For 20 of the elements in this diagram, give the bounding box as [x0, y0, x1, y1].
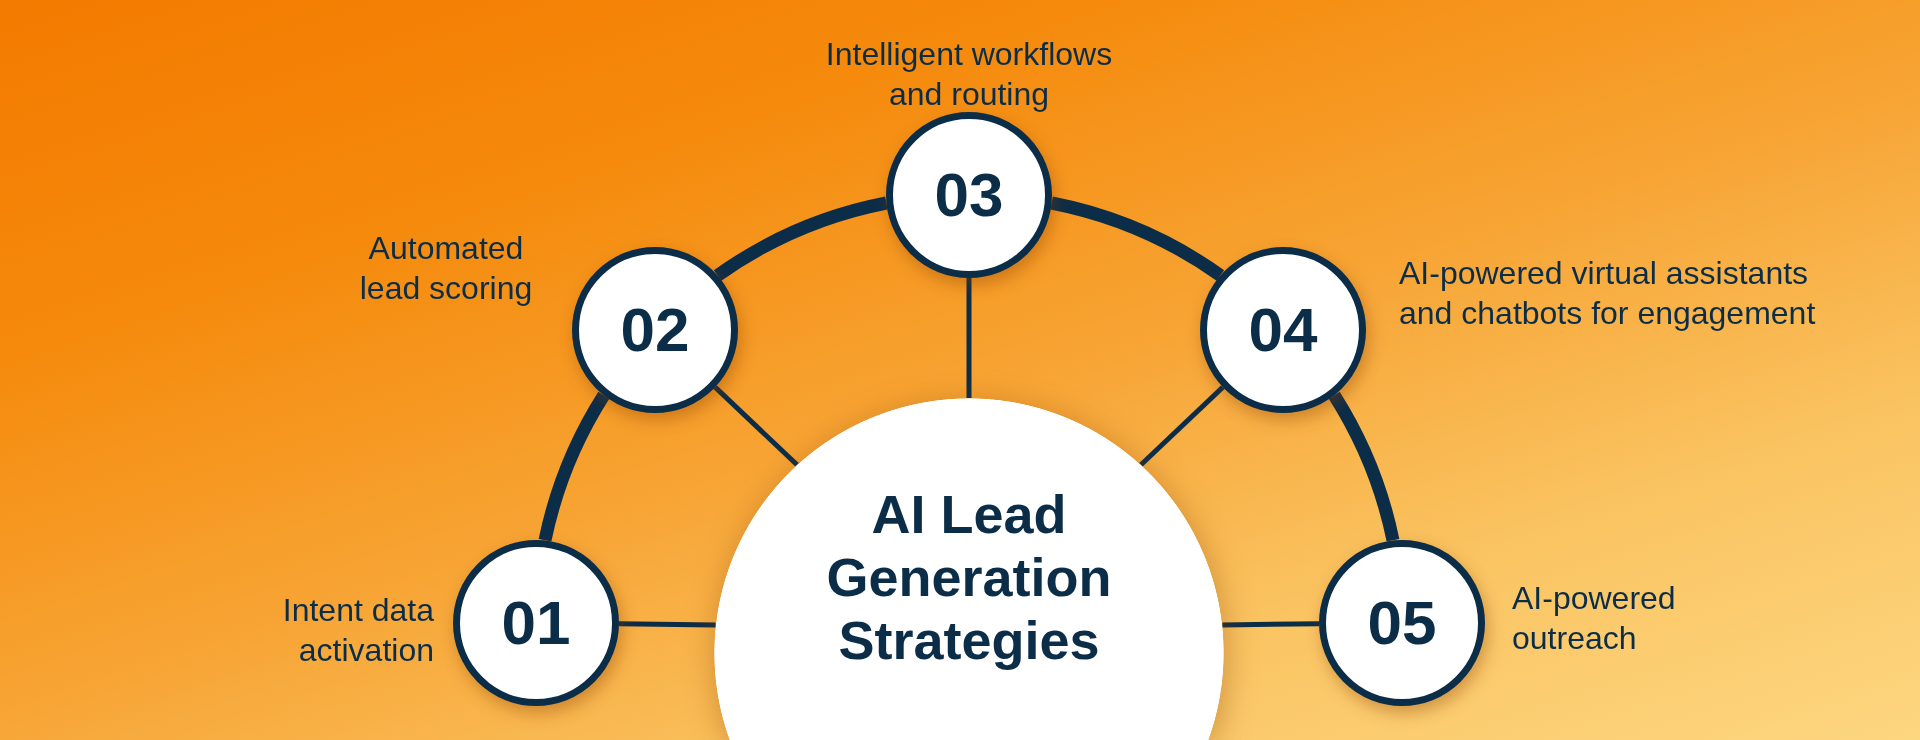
spoke-line [1222, 621, 1320, 628]
step-number: 01 [501, 591, 571, 654]
hub-title: AI Lead Generation Strategies [825, 483, 1113, 672]
step-number: 03 [934, 164, 1004, 226]
step-number: 04 [1248, 298, 1318, 361]
spoke-line [618, 621, 716, 628]
arc-line [714, 196, 888, 281]
step-number: 05 [1367, 591, 1437, 654]
step-description: Automated lead scoring [358, 229, 534, 308]
step-number: 02 [620, 298, 690, 361]
arc-line [1328, 392, 1400, 542]
spoke-line [1139, 385, 1225, 467]
step-description: AI-powered outreach [1512, 579, 1677, 658]
arc-line [1050, 196, 1224, 281]
arc-line [538, 392, 610, 542]
step-description: Intent data activation [281, 591, 434, 670]
step-description: AI-powered virtual assistants and chatbots for engagement [1399, 254, 1817, 333]
spoke-line [713, 385, 799, 467]
step-description: Intelligent workflows and routing [824, 35, 1114, 114]
spoke-line [966, 278, 972, 398]
